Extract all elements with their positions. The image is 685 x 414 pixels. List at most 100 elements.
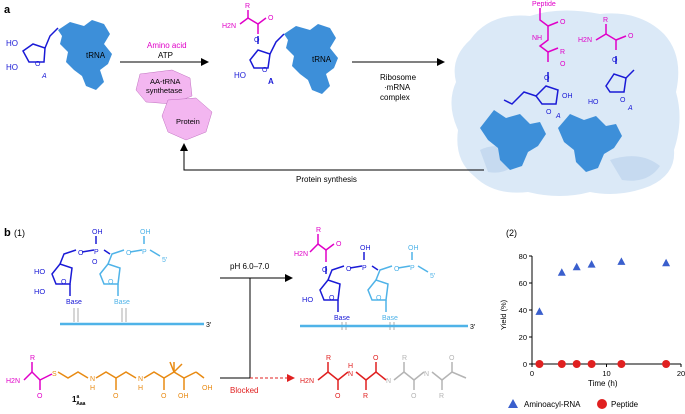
- aminoacyl-rna-point: [535, 307, 544, 315]
- n-b-pep-3: N: [424, 371, 429, 378]
- y-tick-label: 0: [523, 360, 527, 369]
- peptidyl-chain: [538, 8, 559, 62]
- x-tick-label: 10: [602, 369, 610, 378]
- peptide-label: Peptide: [532, 1, 556, 8]
- amino-acid-label: Amino acid: [147, 41, 187, 50]
- r-group-b-1: R: [30, 355, 35, 362]
- ring-oxygen-2: O: [262, 67, 268, 74]
- pantetheine-chain: [57, 361, 205, 390]
- r-group-b-2: R: [316, 227, 321, 234]
- oh-label-1: OH: [562, 93, 573, 100]
- base-b-1: Base: [66, 299, 82, 306]
- peptide-backbone-gray: [393, 362, 467, 390]
- peptide-point: [587, 360, 596, 368]
- o-b-ester: O: [322, 267, 328, 274]
- aminoacyl-chain: [595, 24, 627, 50]
- h-b-1: H: [90, 385, 95, 392]
- ribose-ring-2: [249, 33, 285, 69]
- ring-o-b-1: O: [61, 279, 67, 286]
- ho-label-1: HO: [6, 39, 18, 48]
- ho-label-3: HO: [234, 71, 246, 80]
- aminoacyl-rna-point: [572, 262, 581, 271]
- r-group-b-4: R: [363, 393, 368, 400]
- ribosome-label-line3: complex: [380, 93, 410, 102]
- ring-oxygen-3: O: [546, 109, 552, 116]
- oh-b-chain-1: OH: [178, 393, 189, 400]
- o-b-amide-1: O: [113, 393, 119, 400]
- ho-b-2: HO: [34, 287, 45, 296]
- enzyme-label-line2: synthetase: [146, 86, 182, 95]
- ring-oxygen-4: O: [620, 97, 626, 104]
- r-group-3: R: [603, 17, 608, 24]
- o-b-thio: O: [37, 393, 43, 400]
- y-tick-label: 20: [519, 333, 527, 342]
- base-pair-lines-left: [73, 308, 127, 322]
- ring-oxygen-1: O: [35, 61, 41, 68]
- aminoacyl-rna-point: [557, 268, 566, 276]
- adenine-label-3: A: [555, 113, 561, 120]
- dinucleotide-right: R H2N O O HO O O P OH Base O O P OH: [294, 227, 476, 331]
- carbonyl-o-4: O: [628, 33, 634, 40]
- panel-b-sub2: (2): [506, 228, 517, 238]
- h-b-2: H: [138, 385, 143, 392]
- peptide-backbone-red: [317, 362, 387, 390]
- nucleotide-4-bonds: [367, 252, 429, 312]
- trna-label-2: tRNA: [312, 55, 332, 64]
- ring-o-b-4: O: [376, 295, 382, 302]
- amino-acid-group: [239, 10, 267, 34]
- ph-label: pH 6.0–7.0: [230, 262, 270, 271]
- o-b-4: O: [346, 266, 352, 273]
- o-b-2: O: [92, 259, 98, 266]
- n-b-pep-2: N: [386, 378, 391, 385]
- n-b-2: N: [138, 376, 143, 383]
- chart-marks: [535, 257, 671, 368]
- h-b-pep-1: H: [348, 363, 353, 370]
- o-b-1: O: [78, 250, 84, 257]
- p-b-2: P: [142, 249, 147, 256]
- o-b-carbonyl: O: [336, 241, 342, 248]
- atp-label: ATP: [158, 51, 173, 60]
- legend-label-peptide: Peptide: [611, 400, 639, 409]
- ho-label-4: HO: [588, 99, 599, 106]
- o-b-pep-4: O: [449, 355, 455, 362]
- oh-b-4: OH: [408, 245, 419, 252]
- o-b-pep-3: O: [411, 393, 417, 400]
- ring-o-b-2: O: [108, 279, 114, 286]
- five-prime-right: 5′: [430, 273, 436, 280]
- ribose-ring-3: [503, 72, 559, 105]
- o-b-pep-1: O: [335, 393, 341, 400]
- ho-b-1: HO: [34, 267, 45, 276]
- base-b-2: Base: [114, 299, 130, 306]
- panel-b-label: b: [4, 227, 11, 239]
- enzyme-label-line1: AA-tRNA: [150, 77, 180, 86]
- ribosome-label-line1: Ribosome: [380, 73, 417, 82]
- adenine-label-4: A: [627, 105, 633, 112]
- panel-b-sub1: (1): [14, 228, 25, 238]
- thioester-amino-acid: [23, 362, 53, 390]
- r-group-2: R: [560, 49, 565, 56]
- n-b-1: N: [90, 376, 95, 383]
- o-b-pep-2: O: [373, 355, 379, 362]
- r-group-b-5: R: [402, 355, 407, 362]
- p-b-4: P: [410, 265, 415, 272]
- aminoacyl-group-b: [309, 234, 335, 262]
- five-prime-left: 5′: [162, 257, 168, 264]
- ho-b-3: HO: [302, 295, 313, 304]
- nucleotide-3-bonds: [319, 252, 379, 312]
- p-b-1: P: [94, 249, 99, 256]
- nucleotide-2-bonds: [99, 236, 161, 296]
- ribose-ring-1: [22, 27, 59, 63]
- carbonyl-o-3: O: [560, 61, 566, 68]
- trna-shape-1: [58, 20, 112, 90]
- base-b-3: Base: [334, 315, 350, 322]
- trna-shape-4: [558, 114, 622, 172]
- h2n-b-2: H2N: [294, 251, 308, 258]
- peptide-point: [535, 360, 544, 368]
- r-group-b-3: R: [326, 355, 331, 362]
- trna-2: R H2N O O HO O A tRNA: [222, 3, 338, 94]
